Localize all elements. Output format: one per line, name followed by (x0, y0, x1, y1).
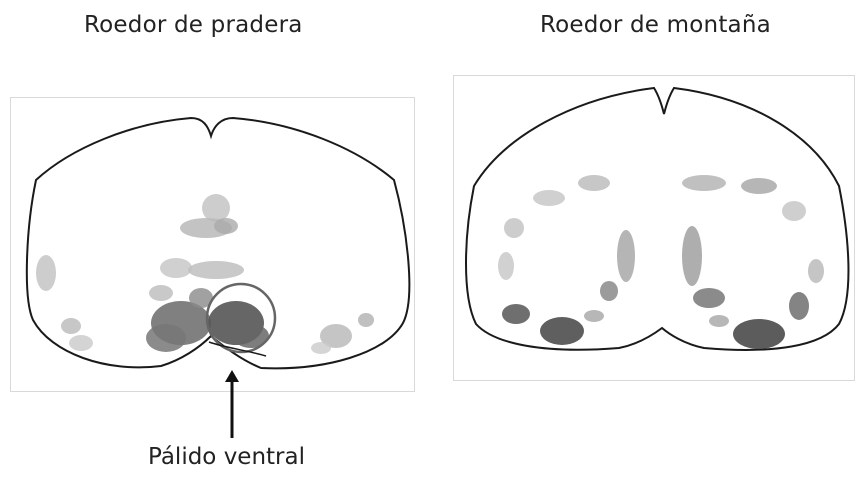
montane-vole-brain-section (454, 76, 856, 382)
montane-vole-brain-panel (453, 75, 855, 381)
labeled-cell-clusters (498, 175, 824, 349)
prairie-vole-brain-section (11, 98, 416, 393)
labeled-cell-clusters (36, 194, 374, 354)
up-arrow-icon (222, 370, 242, 438)
prairie-vole-brain-panel (10, 97, 415, 392)
right-panel-title: Roedor de montaña (540, 12, 771, 38)
left-panel-title: Roedor de pradera (84, 12, 303, 38)
ventral-pallidum-label: Pálido ventral (148, 444, 305, 470)
